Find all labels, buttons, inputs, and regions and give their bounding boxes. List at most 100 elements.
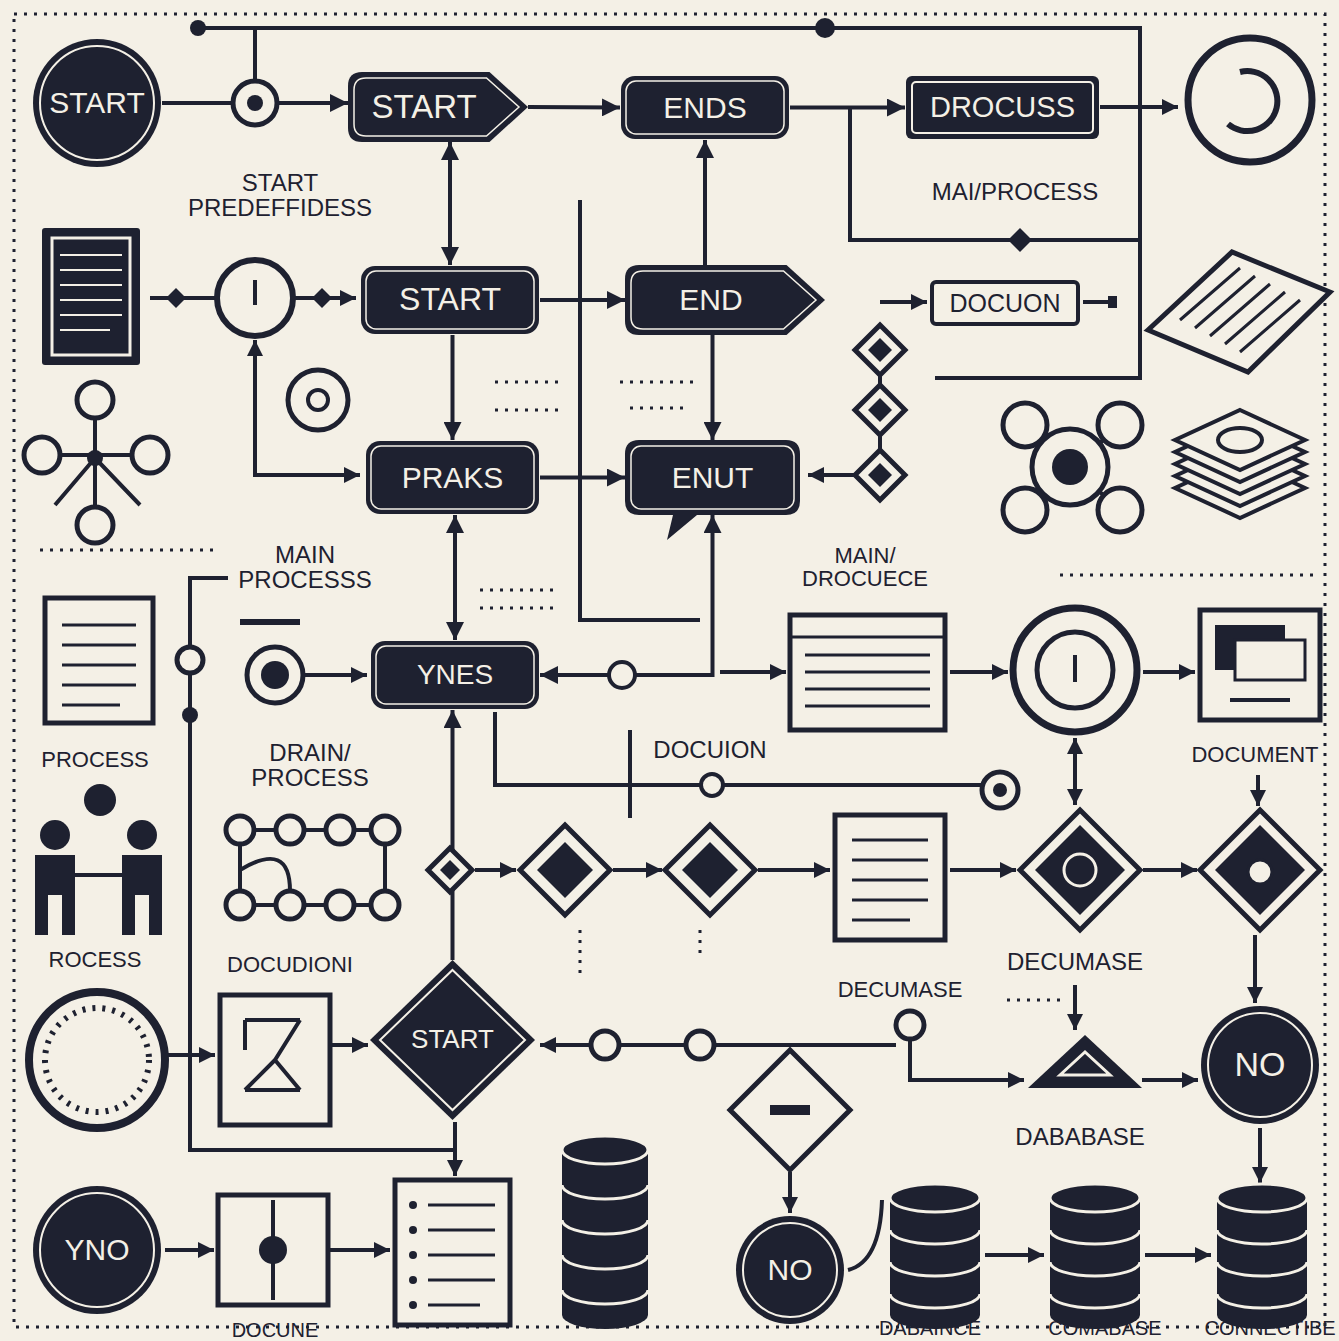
arrow <box>330 1043 368 1047</box>
connector-arrow <box>703 140 707 265</box>
connector-circle <box>177 647 203 673</box>
circle-fill <box>736 1216 844 1324</box>
dotted-frame <box>14 14 1325 1327</box>
arrow <box>1256 775 1260 806</box>
arrow <box>453 1122 457 1176</box>
network-node <box>132 437 168 473</box>
connector-dot <box>247 95 263 111</box>
network-node <box>276 816 304 844</box>
process-box: ENDS <box>620 75 790 140</box>
network-node <box>77 507 113 543</box>
end-arrow-box: END <box>625 265 825 335</box>
diagram-label: ROCESS <box>20 948 170 971</box>
connector-dot <box>182 707 198 723</box>
document-lines <box>1230 698 1290 702</box>
bullet <box>409 1251 417 1259</box>
bubble-fill <box>625 440 800 540</box>
bullet <box>409 1201 417 1209</box>
connector-arrow <box>540 515 713 675</box>
dotted-line <box>40 549 220 552</box>
process-box: PRAKS <box>365 440 540 515</box>
circle-fill <box>33 39 161 167</box>
node-text: PRAKS <box>402 462 504 494</box>
connector-circle <box>701 774 723 796</box>
diagram-label: DABAINCE <box>845 1318 1015 1339</box>
connector-arrow <box>451 335 455 440</box>
circle-ring <box>1208 1013 1312 1117</box>
people-icon <box>84 784 116 816</box>
database-cylinder <box>1217 1198 1307 1329</box>
decision-diamond <box>1200 810 1320 930</box>
box-ring <box>912 82 1093 133</box>
arrow-ring <box>354 78 519 136</box>
decision-diamond <box>730 1050 850 1170</box>
diamond-mark <box>770 1105 810 1115</box>
diagram-label: CONNECTIBE <box>1195 1318 1339 1339</box>
network-node <box>276 891 304 919</box>
process-box: START <box>360 265 540 335</box>
bullet <box>409 1301 417 1309</box>
wire <box>580 200 700 620</box>
terminal-circle <box>1188 38 1312 162</box>
connector-box-icon <box>218 1195 328 1305</box>
network-node <box>24 437 60 473</box>
connector-arrow <box>528 105 620 110</box>
arrow <box>475 868 516 872</box>
box-fill <box>371 641 539 709</box>
decision-diamond <box>1020 810 1140 930</box>
arrow <box>165 1248 214 1252</box>
box-ring <box>371 446 534 509</box>
document-icon <box>45 598 153 723</box>
junction-dot <box>190 20 206 36</box>
database-cylinder <box>1050 1198 1140 1329</box>
small-diamond <box>855 450 905 500</box>
document-panel <box>1235 640 1305 680</box>
node-text: YNES <box>417 660 493 689</box>
arrow <box>330 1248 390 1252</box>
terminal-ring <box>1037 632 1113 708</box>
symbol-core <box>261 661 289 689</box>
document-lines <box>60 255 122 330</box>
window-icon <box>790 615 945 730</box>
diagram-label: DOCUDIONI <box>200 953 380 976</box>
terminal-ring <box>45 1008 149 1112</box>
diagram-label: MAIN PROCESSS <box>225 542 385 592</box>
list-document-icon <box>395 1180 510 1325</box>
timer-hand <box>253 280 257 305</box>
document-lines <box>62 625 136 705</box>
database-top <box>1217 1184 1307 1212</box>
wire <box>628 730 632 818</box>
wire <box>253 28 257 81</box>
document-icon <box>1148 252 1330 372</box>
diagram-label: DECUMASE <box>810 978 990 1001</box>
window-lines <box>790 637 945 706</box>
decision-diamond <box>537 842 593 898</box>
arrow <box>985 1253 1044 1257</box>
terminal-mark <box>1073 655 1077 682</box>
node-text: ENUT <box>672 462 754 494</box>
document-lines <box>1180 268 1300 352</box>
arrow-fill <box>348 72 528 142</box>
diagram-label: MAI/PROCESS <box>885 179 1145 204</box>
connector-dot <box>993 783 1007 797</box>
stack-mark <box>1218 428 1262 452</box>
network-node <box>226 891 254 919</box>
dotted-line <box>480 590 560 608</box>
decision-diamond: START <box>370 960 535 1120</box>
connector-circle <box>686 1031 714 1059</box>
node-text: DOCUON <box>949 290 1060 316</box>
network-node <box>371 891 399 919</box>
small-diamond <box>868 463 892 487</box>
diamond-fill <box>370 960 535 1120</box>
circle-ring <box>40 46 154 160</box>
small-diamond <box>428 848 472 892</box>
arrow <box>255 340 360 475</box>
connector-circle <box>609 662 635 688</box>
hanger-icon <box>220 995 330 1125</box>
dotted-line <box>1060 574 1320 577</box>
box-fill <box>366 441 539 514</box>
process-box: DROCUSS <box>905 75 1100 140</box>
connector-circle <box>982 772 1018 808</box>
